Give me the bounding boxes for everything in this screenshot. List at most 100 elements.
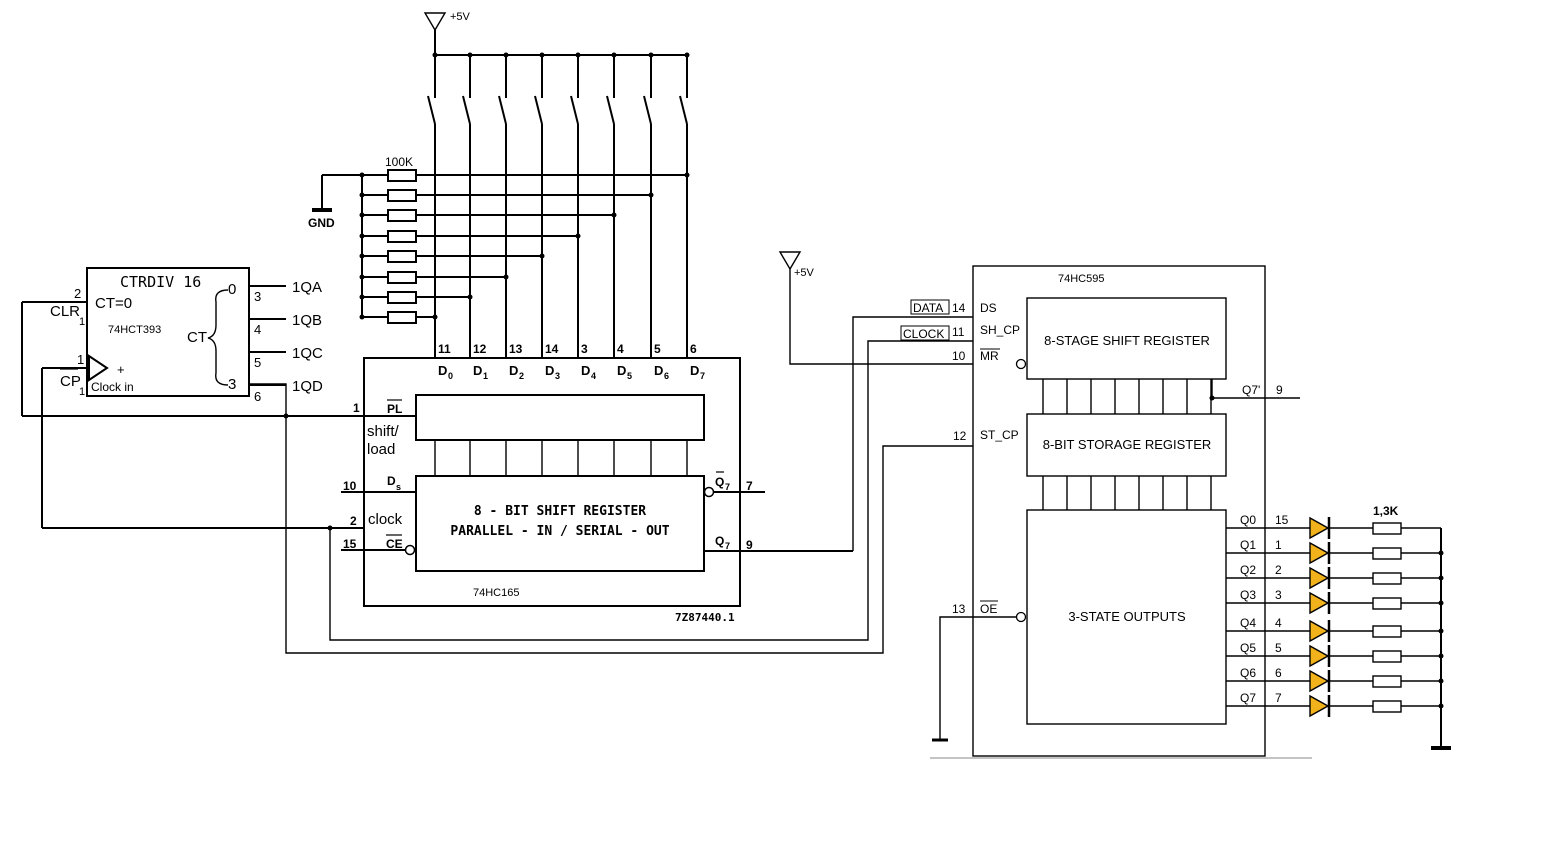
piso-input-sub: 5 [627,371,632,381]
counter-output-pin: 3 [254,289,261,304]
led-diode [1309,516,1330,540]
sipo-output-label: Q6 [1240,666,1256,680]
stcp-label: ST_CP [980,428,1019,442]
ds-pin-595: 14 [952,301,966,315]
piso-input-label: D [581,363,590,378]
sipo-output-pin: 4 [1275,616,1282,630]
q7-pin: 9 [746,538,753,552]
counter-ct: CT [187,329,207,346]
counter-ct0: CT=0 [95,295,132,312]
led-diode [1309,591,1330,615]
vcc-label: +5V [450,11,471,23]
pulldown-resistor [387,209,417,222]
piso-input-pin: 14 [545,342,559,356]
q7n-sub: 7 [725,482,730,492]
piso-code: 7Z87440.1 [675,611,735,624]
sipo-output-pin: 6 [1275,666,1282,680]
stcp-pin: 12 [953,429,967,443]
led-resistor-label: 1,3K [1373,504,1399,518]
counter-brace [207,289,229,386]
pl-label: PL [387,402,402,416]
counter-output-label: 1QC [292,345,323,362]
q7n-label: Q [715,475,724,489]
counter-range-start: 0 [228,281,236,298]
dip-switch-bank [427,52,690,395]
led-resistor [1372,675,1402,688]
clock-tag-box [900,325,950,341]
counter-clr-sub: 1 [79,316,85,328]
led-diode [1309,694,1330,718]
led-resistor [1372,572,1402,585]
piso-input-sub: 7 [700,371,705,381]
sipo-output-label: Q3 [1240,588,1256,602]
piso-input-pin: 6 [690,342,697,356]
vcc2-symbol [778,251,802,271]
q7s-pin: 9 [1276,383,1283,397]
led-diode [1309,541,1330,565]
piso-input-label: D [473,363,482,378]
piso-input-label: D [438,363,447,378]
piso-input-sub: 4 [591,371,596,381]
counter-output-label: 1QA [292,279,322,296]
switch-lever [679,95,688,125]
counter-output-pin: 4 [254,322,261,337]
led-resistor [1372,547,1402,560]
piso-input-pin: 11 [438,342,451,356]
led-diode [1309,669,1330,693]
counter-title: CTRDIV 16 [120,273,201,291]
pulldown-resistor [387,311,417,324]
sipo-output-label: Q4 [1240,616,1256,630]
ce-label: CE [386,537,403,551]
switch-lever [570,95,579,125]
oe-pin: 13 [952,602,966,616]
switch-lever [643,95,652,125]
mr-label: MR [980,349,999,363]
led-resistor [1372,700,1402,713]
sipo-output-pin: 15 [1275,513,1289,527]
sipo-outputs-block [1026,509,1227,725]
pulldown-resistor [387,271,417,284]
piso-title-2: PARALLEL - IN / SERIAL - OUT [450,524,669,539]
sipo-part: 74HC595 [1058,273,1104,285]
sipo-shift-register-label: 8-STAGE SHIFT REGISTER [1044,333,1210,348]
shcp-label: SH_CP [980,323,1020,337]
q7-label: Q [715,534,724,548]
sipo-output-pin: 2 [1275,563,1282,577]
sipo-output-pin: 7 [1275,691,1282,705]
piso-part: 74HC165 [473,587,519,599]
piso-shift-register [415,475,705,572]
piso-input-sub: 2 [519,371,524,381]
sipo-outputs-label: 3-STATE OUTPUTS [1068,609,1186,624]
q7s-label: Q7' [1242,383,1260,397]
counter-output-label: 1QB [292,312,322,329]
pulldown-resistor [387,250,417,263]
shcp-pin: 11 [952,325,965,339]
led-diode [1309,566,1330,590]
led-resistor [1372,597,1402,610]
piso-input-pin: 3 [581,342,588,356]
oe-wire [939,616,1016,740]
piso-input-label: D [509,363,518,378]
sipo-storage-register [1026,413,1227,477]
pulldown-resistor [387,230,417,243]
switch-lever [606,95,615,125]
counter-output-pin: 5 [254,355,261,370]
sipo-internal-buses [1042,379,1212,510]
switch-lever [462,95,471,125]
data-tag-box [910,299,950,315]
q7n-pin: 7 [746,479,753,493]
counter-output-pin: 6 [254,389,261,404]
shift-load-1: shift/ [367,423,400,440]
vcc-symbol [423,12,687,56]
pulldown-resistors [359,169,687,324]
led-resistor [1372,650,1402,663]
counter-clr-pin: 2 [74,286,81,301]
pulldown-value-label: 100K [385,155,413,169]
sipo-output-label: Q7 [1240,691,1256,705]
sipo-output-label: Q2 [1240,563,1256,577]
clock-wire [329,340,1027,641]
piso-input-label: D [690,363,699,378]
